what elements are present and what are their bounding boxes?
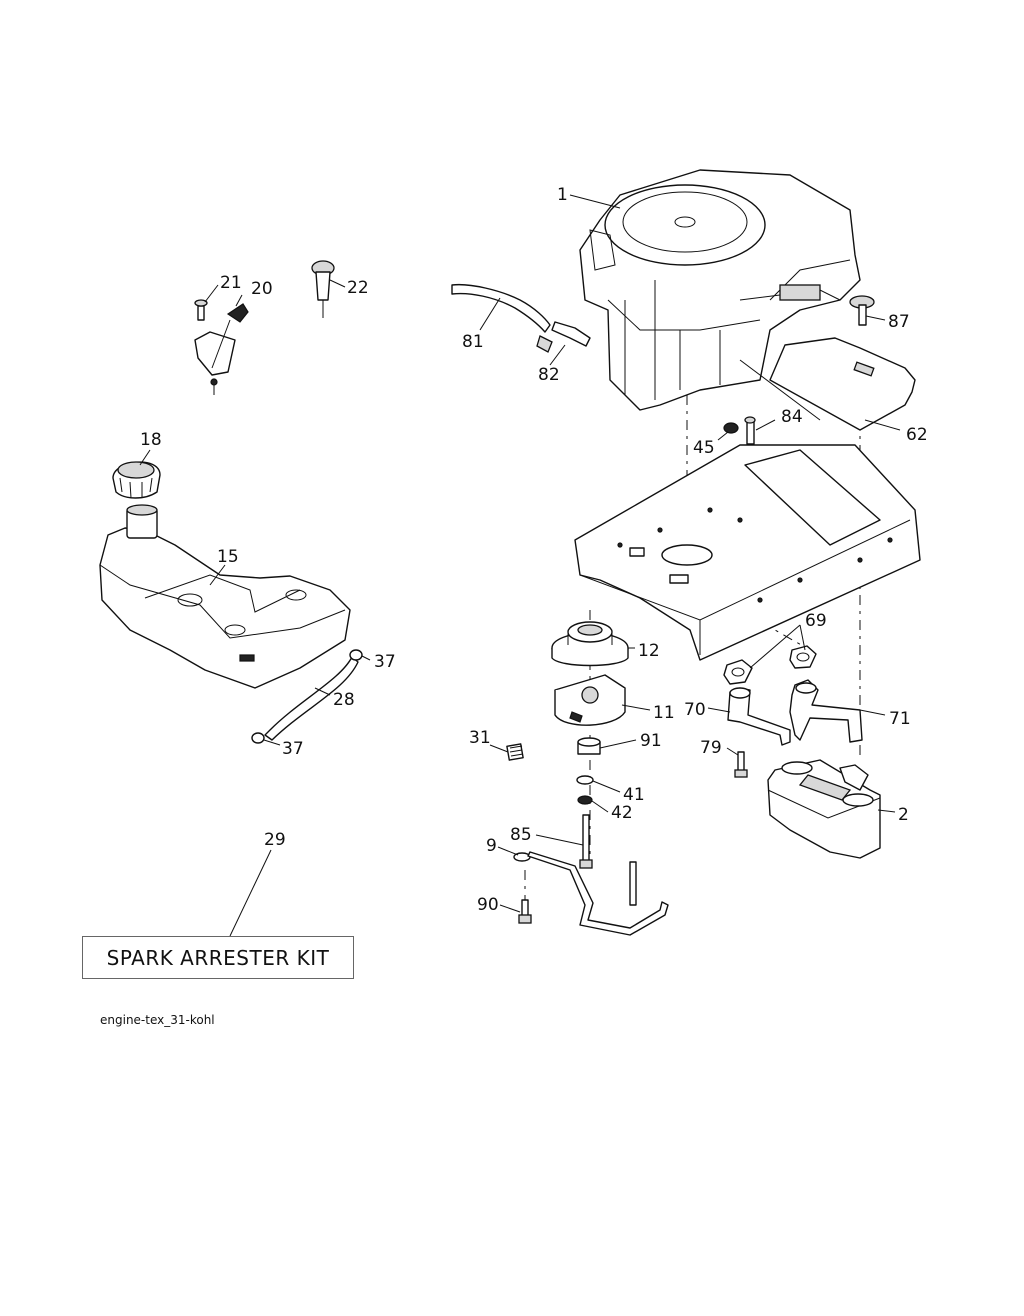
engine [579,169,861,411]
washer-41 [576,775,594,785]
gaskets-69 [723,645,817,685]
label-45: 45 [693,438,715,458]
label-42: 42 [611,803,633,823]
label-29: 29 [264,830,286,850]
bolt-90 [518,899,532,924]
bolt-87 [849,295,875,326]
throttle-control-20 [194,303,249,395]
label-37-lower: 37 [282,739,304,759]
clutch-11 [554,674,626,726]
label-15: 15 [217,547,239,567]
label-31: 31 [469,728,491,748]
label-20: 20 [251,279,273,299]
label-79: 79 [700,738,722,758]
bolt-84 [744,416,756,445]
bolt-85 [579,814,593,869]
engine-mount-plate [574,444,921,661]
label-28: 28 [333,690,355,710]
fuel-cap-18 [112,461,161,499]
fuel-hose-81 [451,283,551,333]
label-21: 21 [220,273,242,293]
spacer-91 [577,737,601,755]
hose-clamp-37-lower [251,732,265,744]
label-70: 70 [684,700,706,720]
label-69: 69 [805,611,827,631]
heat-shield [769,337,916,431]
hose-clamp-37-upper [349,649,363,661]
fitting-31 [506,743,524,761]
spark-arrester-kit-label: SPARK ARRESTER KIT [106,945,330,970]
label-11: 11 [653,703,675,723]
fuel-filter-82 [536,321,591,353]
label-22: 22 [347,278,369,298]
label-1: 1 [557,185,568,205]
label-2: 2 [898,805,909,825]
label-41: 41 [623,785,645,805]
label-37-upper: 37 [374,652,396,672]
label-82: 82 [538,365,560,385]
washer-42 [577,795,593,805]
switch-22 [311,260,335,318]
label-81: 81 [462,332,484,352]
bolt-79 [734,751,748,778]
label-18: 18 [140,430,162,450]
leader-lines [139,194,901,937]
label-71: 71 [889,709,911,729]
label-62: 62 [906,425,928,445]
label-85: 85 [510,825,532,845]
exhaust-pipe-70 [727,687,791,746]
part-labels: 1 2 9 11 12 15 18 20 21 22 28 29 31 37 3… [140,185,928,915]
label-84: 84 [781,407,803,427]
label-9: 9 [486,836,497,856]
fuel-tank-15 [99,504,351,689]
label-90: 90 [477,895,499,915]
pulley-12 [551,621,629,667]
diagram-file-name: engine-tex_31-kohl [100,1013,215,1027]
label-91: 91 [640,731,662,751]
nut-45 [723,422,739,434]
spark-arrester-kit-box: SPARK ARRESTER KIT [82,936,354,979]
muffler-2 [767,759,881,859]
label-12: 12 [638,641,660,661]
fuel-line-28 [264,656,359,741]
exhaust-pipe-71 [789,679,863,743]
bracket-9 [513,851,669,936]
screw-21 [194,299,208,321]
label-87: 87 [888,312,910,332]
